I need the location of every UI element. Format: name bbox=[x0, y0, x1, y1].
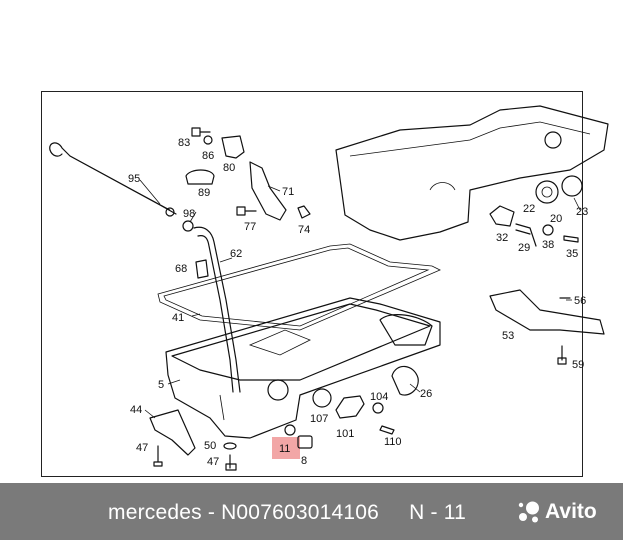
washer-50 bbox=[223, 442, 237, 450]
avito-wordmark: Avito bbox=[545, 500, 597, 523]
label-86: 86 bbox=[202, 150, 214, 162]
bolt-47a bbox=[153, 445, 163, 467]
label-38: 38 bbox=[542, 239, 554, 251]
label-68: 68 bbox=[175, 263, 187, 275]
label-23: 23 bbox=[576, 206, 588, 218]
label-74: 74 bbox=[298, 224, 310, 236]
holder-71 bbox=[249, 161, 287, 221]
flange-22 bbox=[535, 180, 559, 204]
label-110: 110 bbox=[384, 436, 402, 448]
ring-38 bbox=[542, 224, 554, 236]
label-83: 83 bbox=[178, 137, 190, 149]
avito-logo: Avito bbox=[517, 499, 597, 525]
gasket-41 bbox=[157, 243, 441, 331]
label-62: 62 bbox=[230, 248, 242, 260]
washer-86 bbox=[203, 135, 213, 145]
part-labels: 83 86 80 89 95 98 71 77 74 62 68 41 5 44… bbox=[128, 137, 588, 468]
plug-8 bbox=[297, 435, 313, 449]
label-8: 8 bbox=[301, 455, 307, 467]
part-number-caption: mercedes - N007603014106 N - 11 bbox=[108, 501, 466, 524]
label-5: 5 bbox=[158, 379, 164, 391]
label-20: 20 bbox=[550, 213, 562, 225]
label-32: 32 bbox=[496, 232, 508, 244]
grommet-68 bbox=[195, 259, 209, 279]
bolt-83 bbox=[191, 127, 211, 137]
label-47a: 47 bbox=[136, 442, 148, 454]
label-77: 77 bbox=[244, 221, 256, 233]
label-47b: 47 bbox=[207, 456, 219, 468]
leader-lines bbox=[139, 179, 581, 419]
label-41: 41 bbox=[172, 312, 184, 324]
bracket-80 bbox=[221, 135, 245, 159]
dipstick-tube-62 bbox=[182, 220, 241, 393]
bracket-53 bbox=[489, 289, 605, 335]
footer-bar: mercedes - N007603014106 N - 11 Avito bbox=[0, 483, 623, 540]
label-104: 104 bbox=[370, 391, 388, 403]
highlight-part-11 bbox=[272, 437, 300, 459]
bolt-59 bbox=[557, 345, 567, 365]
label-11: 11 bbox=[279, 443, 290, 455]
label-59: 59 bbox=[572, 359, 584, 371]
avito-dots-icon bbox=[518, 501, 539, 523]
sender-101 bbox=[335, 395, 365, 419]
label-101: 101 bbox=[336, 428, 354, 440]
label-95: 95 bbox=[128, 173, 140, 185]
cover-26 bbox=[391, 365, 419, 396]
seal-11 bbox=[284, 424, 296, 436]
label-26: 26 bbox=[420, 388, 432, 400]
label-107: 107 bbox=[310, 413, 328, 425]
ring-23 bbox=[561, 175, 583, 197]
label-89: 89 bbox=[198, 187, 210, 199]
bolt-47b bbox=[225, 454, 237, 471]
label-71: 71 bbox=[282, 186, 294, 198]
dipstick-95 bbox=[49, 142, 177, 215]
clip-74 bbox=[297, 205, 311, 219]
ring-104 bbox=[372, 402, 384, 414]
bolt-35 bbox=[563, 235, 579, 243]
label-44: 44 bbox=[130, 404, 142, 416]
gasket-32 bbox=[489, 205, 515, 227]
bracket-44 bbox=[149, 409, 196, 456]
bolt-110 bbox=[379, 425, 395, 435]
oil-pan-5 bbox=[165, 297, 441, 439]
upper-pan bbox=[335, 105, 609, 241]
pipe-29 bbox=[515, 223, 537, 247]
label-22: 22 bbox=[523, 203, 535, 215]
label-53: 53 bbox=[502, 330, 514, 342]
bolt-77 bbox=[236, 206, 257, 216]
parts-diagram: 83 86 80 89 95 98 71 77 74 62 68 41 5 44… bbox=[49, 105, 609, 471]
ring-107 bbox=[312, 388, 332, 408]
label-35: 35 bbox=[566, 248, 578, 260]
label-29: 29 bbox=[518, 242, 530, 254]
label-98: 98 bbox=[183, 208, 195, 220]
clamp-89 bbox=[185, 169, 215, 185]
diagram-frame bbox=[41, 91, 583, 477]
label-50: 50 bbox=[204, 440, 216, 452]
label-80: 80 bbox=[223, 162, 235, 174]
label-56: 56 bbox=[574, 295, 586, 307]
bolt-98 bbox=[165, 207, 175, 217]
